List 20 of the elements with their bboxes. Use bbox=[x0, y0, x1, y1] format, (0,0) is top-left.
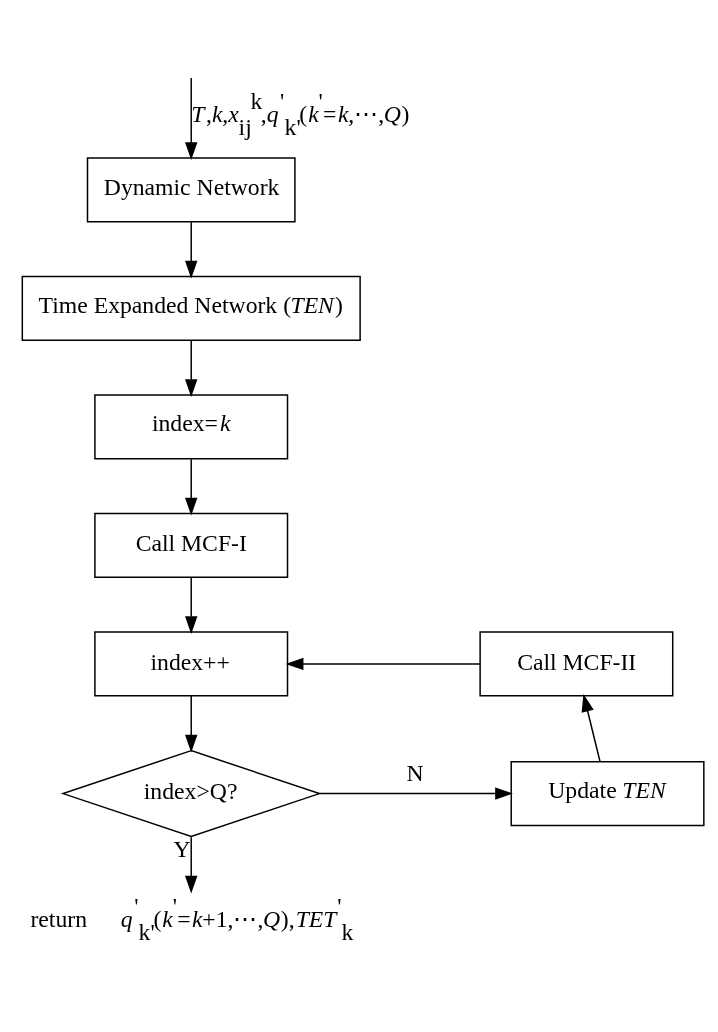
arrow bbox=[318, 787, 513, 800]
arrow bbox=[581, 693, 601, 763]
arrow bbox=[185, 695, 198, 753]
arrow bbox=[185, 577, 198, 635]
node-box: index=k bbox=[94, 394, 289, 460]
node-box: index++ bbox=[94, 631, 289, 697]
arrow bbox=[185, 340, 198, 397]
node-box: Call MCF-I bbox=[94, 512, 289, 578]
edge-label: Y bbox=[173, 835, 191, 862]
edge-label: N bbox=[406, 760, 424, 787]
node-box: Time Expanded Network (TEN) bbox=[21, 275, 361, 341]
node-box: Call MCF-II bbox=[479, 631, 674, 697]
arrow bbox=[185, 458, 198, 516]
arrow bbox=[185, 836, 198, 894]
arrow bbox=[285, 657, 481, 671]
node-diamond: index>Q? bbox=[60, 749, 322, 838]
node-box: Update TEN bbox=[510, 761, 705, 827]
arrow bbox=[185, 221, 198, 279]
arrow bbox=[185, 77, 198, 161]
node-box: Dynamic Network bbox=[86, 157, 296, 223]
